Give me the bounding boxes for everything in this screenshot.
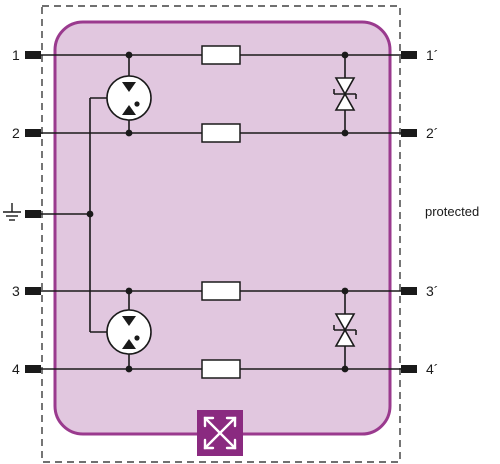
terminal-label-out-4: 4´ xyxy=(426,361,438,377)
resistors xyxy=(201,45,241,379)
junction-dots xyxy=(86,51,349,373)
junction-dot xyxy=(125,365,133,373)
terminal-label-out-3: 3´ xyxy=(426,283,438,299)
protected-side-label: protected xyxy=(425,204,479,219)
terminal-label-in-2: 2 xyxy=(12,125,20,141)
junction-dot xyxy=(341,287,349,295)
bidirectional-tvs-diode-icon xyxy=(333,313,357,347)
terminal-label-in-1: 1 xyxy=(12,47,20,63)
terminal-pin-in-3 xyxy=(25,287,41,295)
terminal-pin-in-4 xyxy=(25,365,41,373)
resistor-icon xyxy=(201,281,241,301)
expand-arrows-icon xyxy=(197,410,243,456)
terminal-pin-out-3 xyxy=(401,287,417,295)
terminal-label-in-3: 3 xyxy=(12,283,20,299)
ground-symbol-icon xyxy=(3,203,21,221)
terminal-pin-out-1 xyxy=(401,51,417,59)
junction-dot xyxy=(86,210,94,218)
terminal-pin-in-1 xyxy=(25,51,41,59)
terminal-label-out-2: 2´ xyxy=(426,125,438,141)
junction-dot xyxy=(125,129,133,137)
resistor-icon xyxy=(201,123,241,143)
junction-dot xyxy=(341,51,349,59)
junction-dot xyxy=(341,365,349,373)
terminal-pin-out-4 xyxy=(401,365,417,373)
terminal-pin-in-2 xyxy=(25,129,41,137)
junction-dot xyxy=(341,129,349,137)
terminal-pins xyxy=(25,51,417,373)
junction-dot xyxy=(125,51,133,59)
terminal-pin-ground xyxy=(25,210,41,218)
terminal-label-in-4: 4 xyxy=(12,361,20,377)
bidirectional-tvs-diode-icon xyxy=(333,77,357,111)
junction-dot xyxy=(125,287,133,295)
gas-discharge-tube-icon xyxy=(106,75,152,121)
resistor-icon xyxy=(201,45,241,65)
resistor-icon xyxy=(201,359,241,379)
terminal-label-out-1: 1´ xyxy=(426,47,438,63)
gas-discharge-tube-icon xyxy=(106,309,152,355)
terminal-pin-out-2 xyxy=(401,129,417,137)
